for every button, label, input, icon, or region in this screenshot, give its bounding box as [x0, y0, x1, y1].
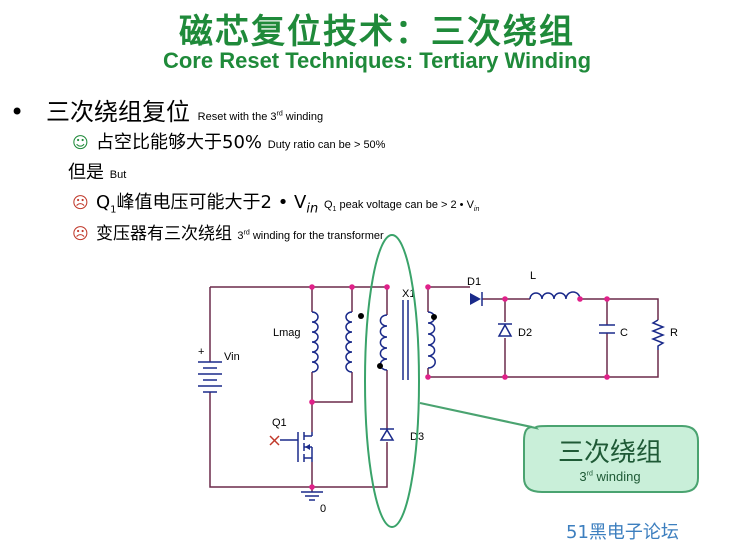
wires — [209, 286, 659, 492]
output-inductor-icon — [529, 291, 581, 300]
d3-diode-icon — [379, 428, 395, 441]
x1-label: X1 — [402, 288, 415, 300]
callout-title: 三次绕组 — [557, 438, 662, 468]
l-label: L — [530, 270, 536, 282]
watermark: 51黑电子论坛 — [566, 522, 679, 543]
item-tertiary-winding: ☹变压器有三次绕组 3rd winding for the transforme… — [72, 224, 384, 244]
c-label: C — [620, 327, 628, 339]
secondary-winding-icon — [427, 311, 436, 369]
d1-diode-icon — [470, 292, 483, 306]
title-chinese: 磁芯复位技术：三次绕组 — [179, 12, 575, 52]
lmag-label: Lmag — [273, 327, 301, 339]
ground-icon — [301, 491, 323, 501]
d2-label: D2 — [518, 327, 532, 339]
bullet-dot-icon: • — [10, 98, 25, 126]
item-duty-ratio: ☺占空比能够大于50% Duty ratio can be > 50% — [72, 132, 386, 153]
ground-label: 0 — [320, 503, 326, 515]
polarity-dots — [358, 313, 437, 369]
title-english: Core Reset Techniques: Tertiary Winding — [162, 48, 592, 73]
vin-battery-icon — [198, 361, 222, 393]
frown-icon: ☹ — [72, 224, 89, 243]
tertiary-winding-icon — [379, 314, 388, 371]
resistor-icon — [650, 319, 666, 350]
item-q1-voltage: ☹Q1峰值电压可能大于2 • Vin Q1 peak voltage can b… — [72, 192, 480, 217]
q1-label: Q1 — [272, 417, 287, 429]
frown-icon: ☹ — [72, 193, 89, 212]
r-label: R — [670, 327, 678, 339]
d2-diode-icon — [497, 323, 513, 337]
highlight-ellipse — [364, 234, 420, 528]
callout-subtitle: 3rd winding — [579, 469, 641, 484]
lmag-inductor-icon — [311, 311, 319, 373]
callout-text: 三次绕组 3rd winding — [524, 432, 696, 484]
circuit-nodes — [309, 284, 610, 490]
capacitor-icon — [599, 324, 615, 334]
q1-arrow — [305, 444, 310, 450]
primary-winding-icon — [345, 311, 353, 373]
main-bullet-en: Reset with the 3rd winding — [197, 110, 324, 123]
d1-label: D1 — [467, 276, 481, 288]
transformer-core — [402, 300, 409, 380]
item-but: 但是 But — [68, 162, 127, 183]
main-bullet-cn: 三次绕组复位 — [46, 98, 190, 126]
smiley-icon: ☺ — [72, 133, 89, 152]
callout-bubble — [419, 402, 699, 493]
gate-x-icon — [269, 435, 280, 446]
vin-plus-sign: + — [198, 346, 204, 358]
vin-label: Vin — [224, 351, 240, 363]
main-bullet: • 三次绕组复位 Reset with the 3rd winding — [10, 92, 323, 127]
